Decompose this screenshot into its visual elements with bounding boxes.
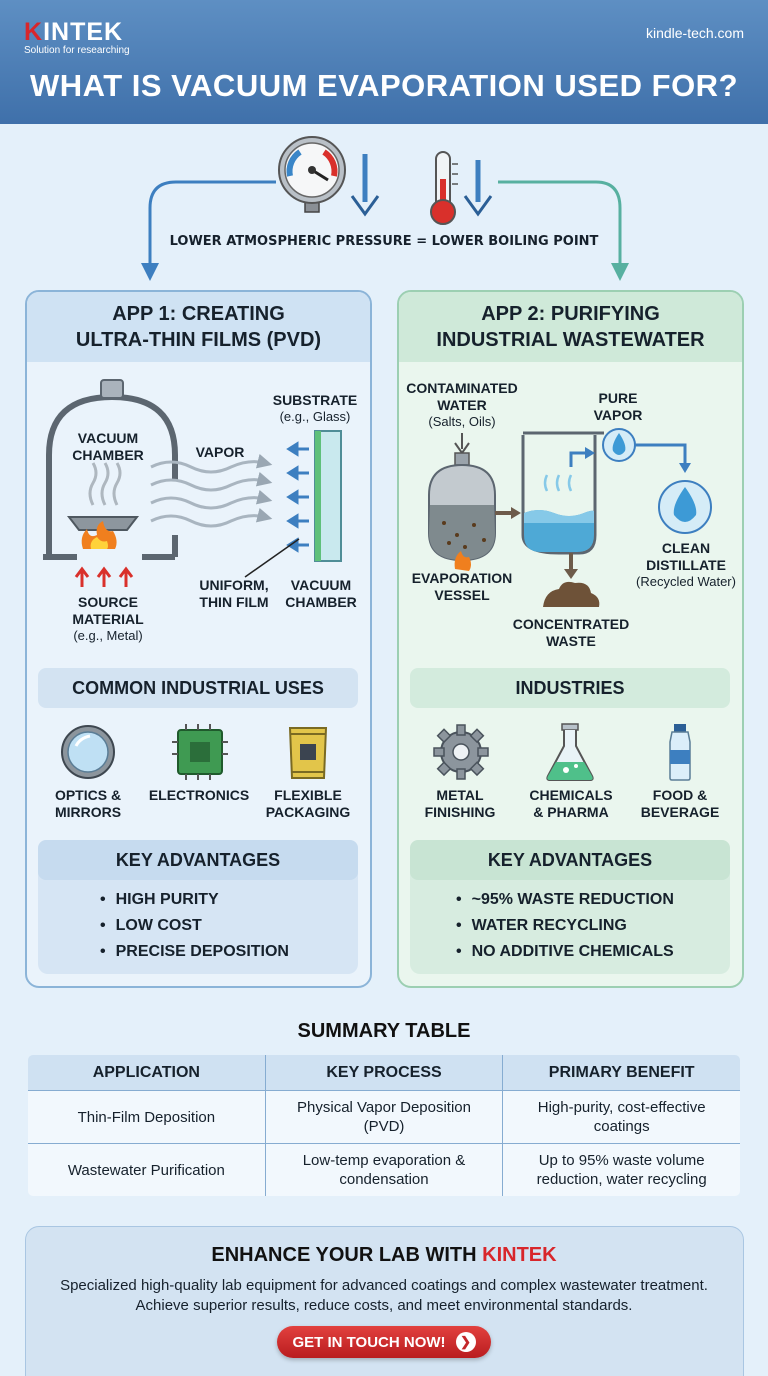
chevron-right-icon: ❯ bbox=[455, 1332, 476, 1352]
industries-icons bbox=[433, 723, 691, 781]
use-label-electronics: ELECTRONICS bbox=[148, 787, 250, 803]
app2-title: APP 2: PURIFYING INDUSTRIAL WASTEWATER bbox=[436, 303, 705, 351]
use-label-optics: OPTICS &MIRRORS bbox=[54, 787, 122, 820]
page-title: WHAT IS VACUUM EVAPORATION USED FOR? bbox=[29, 68, 739, 103]
advantages-list-left: HIGH PURITY LOW COST PRECISE DEPOSITION bbox=[100, 887, 289, 965]
pvd-diagram bbox=[43, 379, 342, 587]
connector-right-arrow bbox=[498, 180, 629, 281]
site-link[interactable]: kindle-tech.com bbox=[645, 25, 744, 41]
app1-title: APP 1: CREATING ULTRA-THIN FILMS (PVD) bbox=[75, 303, 322, 351]
deposition-arrows bbox=[286, 441, 309, 553]
bottle-icon bbox=[669, 724, 691, 781]
brand-tagline: Solution for researching bbox=[24, 45, 130, 56]
vapor-waves bbox=[150, 453, 273, 528]
get-in-touch-label: GET IN TOUCH NOW! bbox=[292, 1333, 446, 1351]
table-header: APPLICATION bbox=[28, 1055, 266, 1091]
table-header: PRIMARY BENEFIT bbox=[502, 1055, 740, 1091]
advantage-item: LOW COST bbox=[100, 913, 289, 939]
source-material-sublabel: (e.g., Metal) bbox=[73, 628, 143, 643]
gear-icon bbox=[433, 724, 489, 780]
summary-table: APPLICATION KEY PROCESS PRIMARY BENEFIT … bbox=[27, 1054, 741, 1197]
industries-heading: INDUSTRIES bbox=[410, 668, 730, 708]
advantage-item: HIGH PURITY bbox=[100, 887, 289, 913]
uniform-film-label: UNIFORM,THIN FILM bbox=[199, 577, 269, 610]
cta-title: ENHANCE YOUR LAB WITH KINTEK bbox=[211, 1244, 557, 1266]
table-cell: Wastewater Purification bbox=[28, 1143, 266, 1196]
connector-left-arrow bbox=[141, 180, 276, 281]
uses-heading: COMMON INDUSTRIAL USES bbox=[38, 668, 358, 708]
clean-distillate-icon bbox=[658, 480, 712, 534]
get-in-touch-button[interactable]: GET IN TOUCH NOW! ❯ bbox=[277, 1326, 491, 1358]
advantage-item: NO ADDITIVE CHEMICALS bbox=[456, 939, 674, 965]
table-cell: Thin-Film Deposition bbox=[28, 1090, 266, 1144]
table-row: Wastewater Purification Low-temp evapora… bbox=[28, 1143, 740, 1196]
pressure-gauge-icon bbox=[278, 136, 346, 213]
contaminated-water-sublabel: (Salts, Oils) bbox=[428, 414, 496, 429]
flask-icon bbox=[546, 723, 594, 781]
app1-title-bg bbox=[27, 292, 370, 362]
principle-diagram bbox=[141, 136, 629, 281]
clean-distillate-sublabel: (Recycled Water) bbox=[636, 574, 736, 589]
waste-pile-icon bbox=[543, 581, 600, 607]
condenser-tank-icon bbox=[521, 431, 604, 555]
brand-logo[interactable]: KINTEK bbox=[24, 18, 124, 46]
thermometer-icon bbox=[430, 151, 458, 225]
advantages-heading-left: KEY ADVANTAGES bbox=[38, 840, 358, 880]
advantage-item: ~95% WASTE REDUCTION bbox=[456, 887, 674, 913]
pure-vapor-droplet-icon bbox=[602, 428, 636, 462]
industry-label-chemicals: CHEMICALS& PHARMA bbox=[529, 787, 613, 820]
table-cell: Physical Vapor Deposition(PVD) bbox=[264, 1090, 504, 1144]
package-icon bbox=[288, 727, 328, 779]
heat-arrows-icon bbox=[74, 566, 134, 587]
header-banner bbox=[0, 0, 768, 124]
vapor-label: VAPOR bbox=[195, 444, 245, 460]
down-arrow-icon bbox=[463, 160, 493, 217]
table-row: Thin-Film Deposition Physical Vapor Depo… bbox=[28, 1090, 740, 1144]
advantage-item: WATER RECYCLING bbox=[456, 913, 674, 939]
industry-label-food: FOOD &BEVERAGE bbox=[640, 787, 720, 820]
cta-description: Specialized high-quality lab equipment f… bbox=[60, 1277, 708, 1314]
flame-icon bbox=[454, 551, 471, 571]
wastewater-diagram bbox=[428, 428, 712, 607]
substrate-sublabel: (e.g., Glass) bbox=[279, 409, 351, 424]
substrate-label: SUBSTRATE bbox=[272, 392, 358, 408]
app2-title-bg bbox=[399, 292, 742, 362]
summary-title: SUMMARY TABLE bbox=[297, 1020, 471, 1042]
lens-icon bbox=[61, 725, 115, 779]
flame-icon bbox=[81, 521, 117, 549]
principle-label: LOWER ATMOSPHERIC PRESSURE = LOWER BOILI… bbox=[169, 234, 599, 249]
table-header: KEY PROCESS bbox=[264, 1055, 504, 1091]
down-arrow-icon bbox=[350, 154, 380, 217]
uses-icons bbox=[61, 724, 328, 780]
chip-icon bbox=[172, 724, 228, 780]
advantages-heading-right: KEY ADVANTAGES bbox=[410, 840, 730, 880]
advantage-item: PRECISE DEPOSITION bbox=[100, 939, 289, 965]
table-cell: Low-temp evaporation &condensation bbox=[264, 1143, 504, 1196]
evaporation-vessel-icon bbox=[428, 452, 496, 562]
advantages-list-right: ~95% WASTE REDUCTION WATER RECYCLING NO … bbox=[456, 887, 674, 965]
